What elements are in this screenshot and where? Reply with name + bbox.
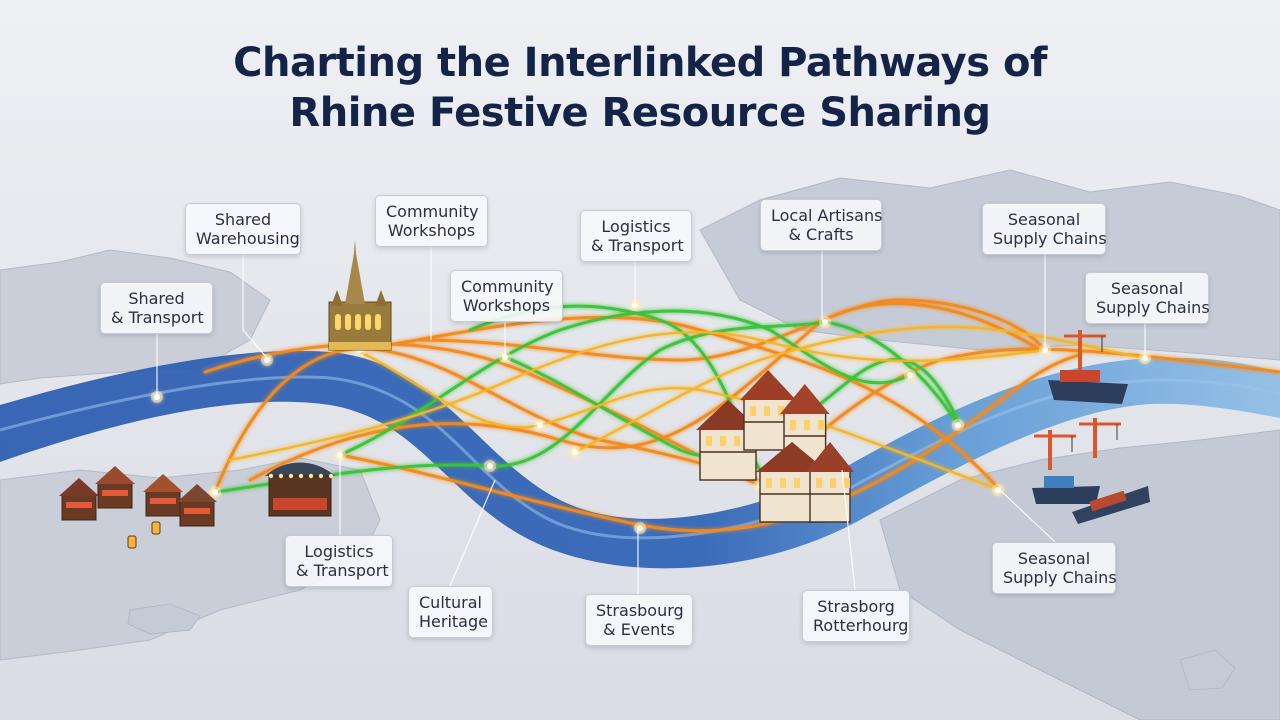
label-local-artisans: Local Artisans & Crafts — [760, 199, 882, 251]
cathedral-icon — [328, 240, 392, 351]
label-shared-transport: Shared & Transport — [100, 282, 213, 334]
page-title: Charting the Interlinked Pathways of Rhi… — [0, 38, 1280, 138]
label-logistics-transport-bottom: Logistics & Transport — [285, 535, 393, 587]
node-8 — [572, 449, 578, 455]
node-14 — [995, 487, 1001, 493]
cargo-ship-icon — [1032, 370, 1150, 524]
title-line-2: Rhine Festive Resource Sharing — [289, 90, 991, 136]
label-logistics-transport-top: Logistics & Transport — [580, 210, 692, 262]
pathway-orange-2 — [338, 353, 1082, 533]
node-7 — [955, 422, 961, 428]
node-0 — [264, 357, 270, 363]
label-community-workshops-mid: Community Workshops — [450, 270, 563, 322]
market-tent-icon — [265, 462, 335, 517]
node-9 — [487, 463, 493, 469]
node-11 — [212, 489, 218, 495]
label-connectors — [156, 243, 1146, 594]
label-shared-warehousing: Shared Warehousing — [185, 203, 301, 255]
connector-9 — [449, 479, 496, 587]
label-community-workshops-top: Community Workshops — [375, 195, 488, 247]
node-3 — [822, 319, 828, 325]
port-cranes-icon — [1034, 330, 1121, 470]
land-island-east — [1179, 649, 1236, 691]
pathway-orange-3 — [248, 302, 1042, 482]
pathway-gold-11 — [228, 331, 1047, 462]
node-6 — [907, 372, 913, 378]
label-strasbourg-events: Strasbourg & Events — [585, 594, 693, 646]
pathway-gold-13 — [573, 325, 1147, 454]
node-16 — [537, 422, 543, 428]
pathway-gold-12 — [358, 350, 1002, 492]
connector-13 — [242, 329, 268, 359]
title-line-1: Charting the Interlinked Pathways of — [233, 40, 1047, 86]
market-stalls-icon — [59, 466, 217, 549]
land-island — [127, 603, 201, 635]
label-seasonal-supply-right: Seasonal Supply Chains — [1085, 272, 1210, 324]
label-cultural-heritage: Cultural Heritage — [408, 586, 493, 638]
timber-houses-icon — [696, 370, 854, 523]
label-seasonal-supply-top: Seasonal Supply Chains — [982, 203, 1107, 255]
label-strasbourg-rotterdam: Strasborg Rotterhourg — [802, 590, 910, 642]
label-seasonal-supply-bottom: Seasonal Supply Chains — [992, 542, 1117, 594]
connector-11 — [841, 469, 856, 591]
river-highlight — [0, 375, 1280, 540]
map-icons — [59, 240, 1150, 549]
connector-12 — [999, 489, 1056, 543]
